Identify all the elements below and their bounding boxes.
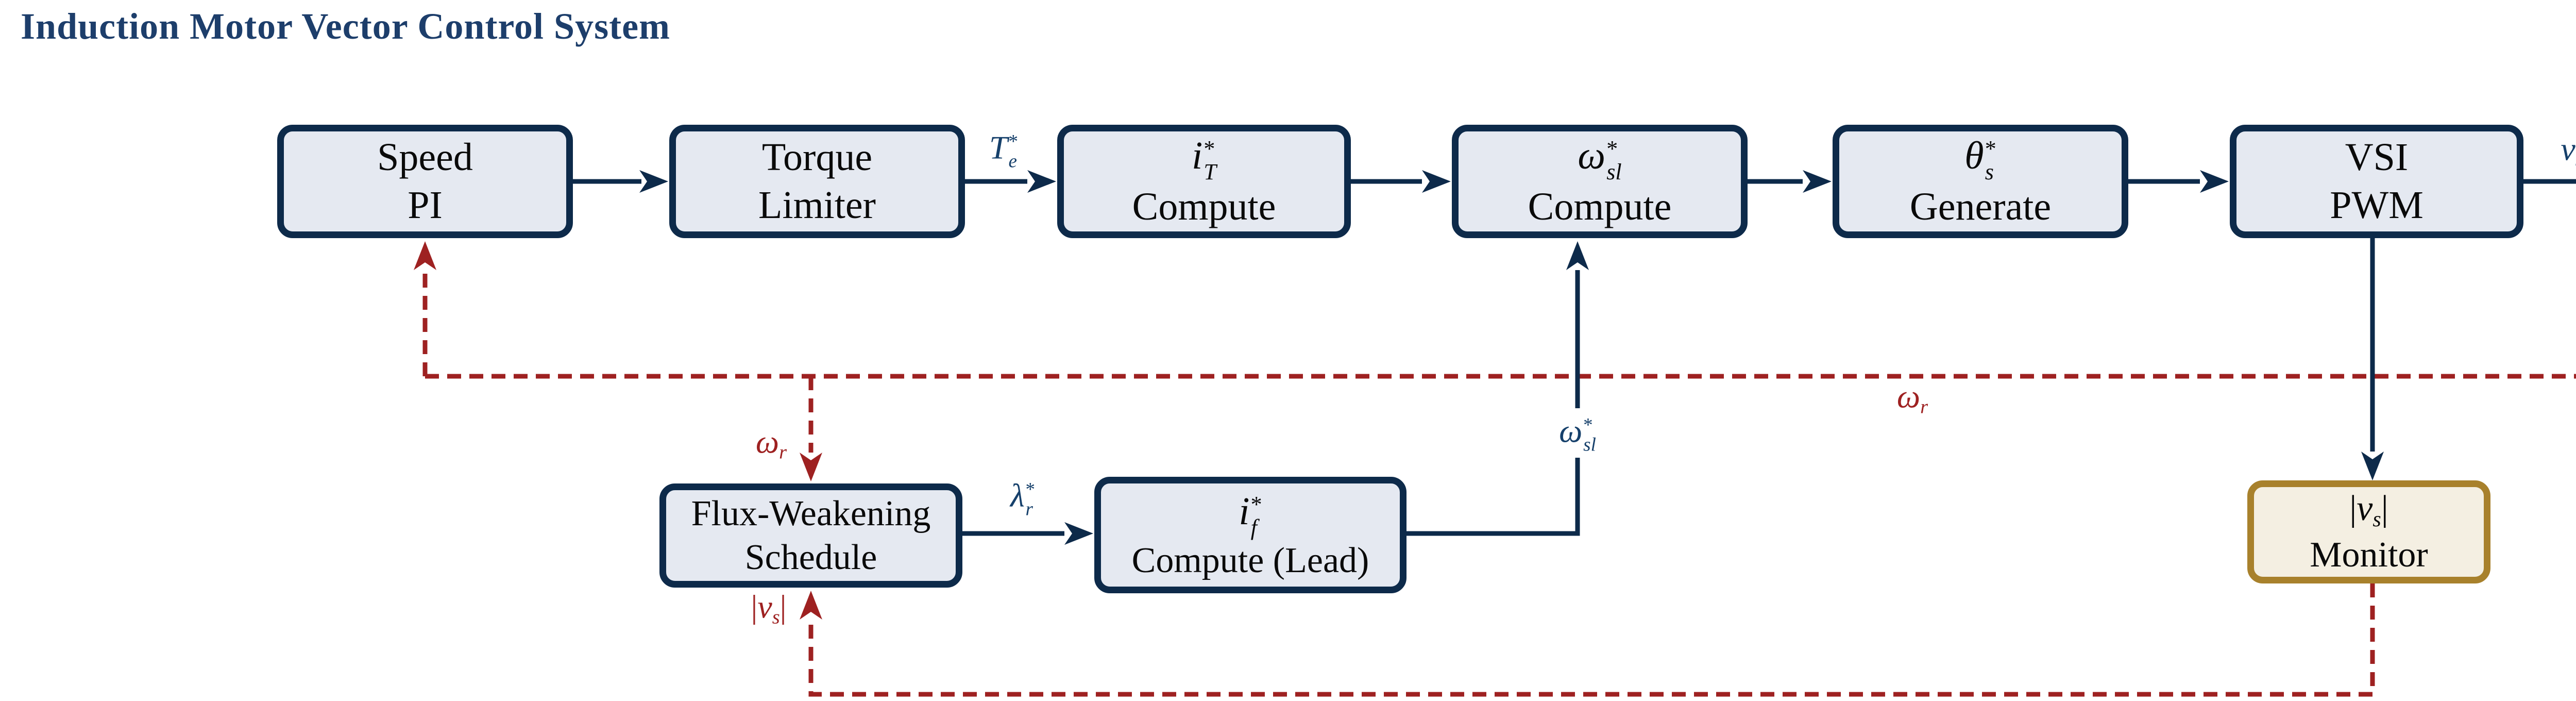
arrowhead-into-wsl-bottom (1566, 241, 1589, 270)
math-sub: s (2372, 508, 2381, 532)
math-sub: r (1920, 396, 1928, 418)
math-base: ω (1578, 134, 1606, 178)
math-base: v (757, 588, 772, 625)
block-vsi-pwm: VSI PWM (2230, 125, 2523, 238)
block-line: Limiter (758, 183, 876, 227)
diagram-title: Induction Motor Vector Control System (21, 6, 670, 47)
math-bar-left: | (2349, 489, 2357, 529)
math-sub: s (772, 606, 780, 628)
math-wr: ωr (1896, 378, 1928, 418)
wire-label-omega-r-left: ωr (756, 423, 787, 464)
math-sub: sl (1606, 159, 1622, 185)
block-line: Torque (761, 136, 873, 179)
block-line: Generate (1909, 185, 2052, 228)
block-line: Compute (Lead) (1131, 540, 1369, 580)
block-theta-generate: θ*s Generate (1833, 125, 2128, 238)
math-sub: s (1985, 159, 1994, 185)
math-scripts: *s (1985, 136, 1996, 185)
math-scripts: *e (1008, 132, 1018, 172)
math-vs: vs (2561, 130, 2576, 171)
block-math-line: θ*s (1964, 132, 1996, 183)
wire-label-lambda-r: λ*r (1010, 476, 1035, 519)
block-line: Compute (1132, 185, 1276, 228)
math-base: ω (1896, 378, 1921, 415)
math-base: i (1192, 134, 1203, 178)
block-flux-weakening: Flux-Weakening Schedule (659, 483, 962, 588)
math-sub: r (1025, 498, 1033, 520)
arrowhead-into-it (1027, 170, 1056, 193)
math-scripts: *sl (1583, 414, 1596, 456)
math-base: v (2561, 130, 2575, 168)
wire-label-omega-r-right: ωr (1897, 378, 1928, 419)
arrowhead-into-torque (639, 170, 668, 193)
block-line: VSI (2345, 136, 2409, 179)
math-sub: e (1008, 151, 1017, 172)
math-sub: r (779, 441, 787, 463)
math-base: T (989, 129, 1008, 166)
block-line: PWM (2330, 183, 2424, 227)
wire-label-wsl: ω*sl (1559, 412, 1596, 455)
math-base: i (1239, 490, 1250, 533)
math-sup: * (1985, 136, 1996, 162)
block-wsl-compute: ω*sl Compute (1452, 125, 1748, 238)
block-it-compute: i*T Compute (1057, 125, 1351, 238)
math-scripts: *f (1251, 493, 1262, 540)
arrowhead-into-flux-weakening-bottom (800, 591, 822, 620)
block-line: Flux-Weakening (691, 493, 931, 533)
math-bar-right: | (779, 588, 787, 625)
arrowhead-into-wsl (1422, 170, 1451, 193)
math-sub: sl (1583, 434, 1596, 456)
math-vs-fb: |vs| (751, 588, 787, 628)
wire-if-to-wsl-lower (1406, 458, 1580, 536)
math-bar-left: | (751, 588, 758, 625)
block-math-line: |vs| (2349, 487, 2388, 533)
wire-label-vs-feedback: |vs| (751, 588, 787, 629)
block-speed-pi: Speed PI (277, 125, 573, 238)
math-base: θ (1964, 134, 1984, 178)
math-base: ω (755, 423, 779, 460)
arrowhead-into-if (1064, 522, 1093, 545)
block-line: PI (408, 183, 443, 227)
wire-label-te: T*e (989, 128, 1018, 171)
math-wr: ωr (755, 423, 787, 463)
math-scripts: *r (1026, 480, 1036, 520)
block-math-line: i*f (1239, 488, 1262, 539)
block-line: Monitor (2310, 535, 2428, 575)
block-line: Schedule (744, 538, 877, 577)
wire-vs-monitor-feedback (808, 583, 2375, 697)
math-sup: * (1204, 136, 1215, 162)
block-torque-limiter: Torque Limiter (669, 125, 965, 238)
math-base: ω (1559, 412, 1583, 449)
math-base: v (2357, 489, 2373, 529)
block-if-compute: i*f Compute (Lead) (1094, 477, 1406, 593)
block-math-line: i*T (1192, 132, 1216, 183)
math-sup: * (1250, 491, 1262, 517)
math-sub: s (2575, 148, 2576, 170)
wire-label-vs: vs (2561, 130, 2576, 171)
math-lambda: λ*r (1010, 477, 1035, 519)
math-sub: f (1250, 514, 1257, 540)
math-sup: * (1008, 131, 1018, 153)
math-bar-right: | (2381, 489, 2388, 529)
arrowhead-into-monitor (2361, 452, 2384, 480)
math-base: λ (1010, 477, 1025, 514)
block-line: Compute (1528, 185, 1672, 228)
block-line: Speed (377, 136, 473, 179)
math-wsl: ω*sl (1559, 412, 1596, 455)
arrowhead-into-flux-weakening-top (800, 453, 822, 481)
math-sup: * (1025, 479, 1036, 500)
math-scripts: *T (1204, 136, 1216, 185)
math-sup: * (1583, 414, 1593, 436)
math-sup: * (1606, 136, 1618, 162)
arrowhead-into-theta (1803, 170, 1832, 193)
block-vs-monitor: |vs| Monitor (2247, 480, 2490, 583)
arrowhead-into-vsi (2200, 170, 2229, 193)
math-te: T*e (989, 129, 1018, 171)
arrowhead-into-speed-pi (414, 241, 436, 270)
math-sub: T (1204, 159, 1216, 185)
block-math-line: ω*sl (1578, 132, 1621, 183)
math-scripts: *sl (1606, 136, 1622, 185)
